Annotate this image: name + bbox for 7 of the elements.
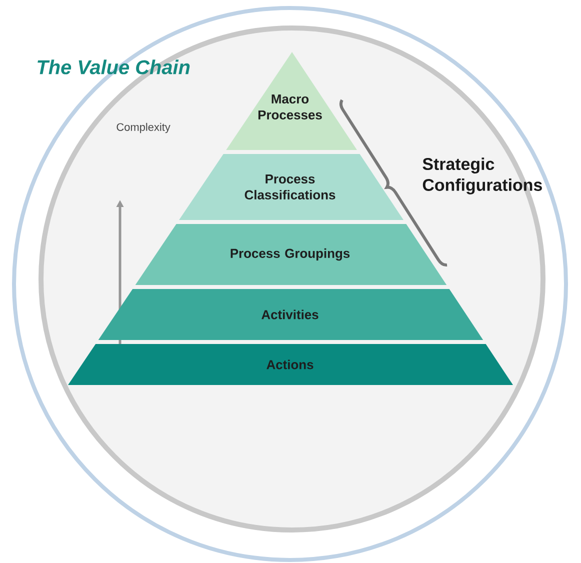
callout-text: Strategic Configurations xyxy=(422,158,542,194)
pyramid-level: Process Groupings xyxy=(135,224,447,285)
axis-label: Complexity xyxy=(116,122,170,134)
pyramid-level: Macro Processes xyxy=(226,52,357,150)
title: The Value Chain xyxy=(38,60,190,74)
pyramid-level: Process Classifications xyxy=(179,154,404,220)
pyramid-level: Actions xyxy=(68,344,513,385)
